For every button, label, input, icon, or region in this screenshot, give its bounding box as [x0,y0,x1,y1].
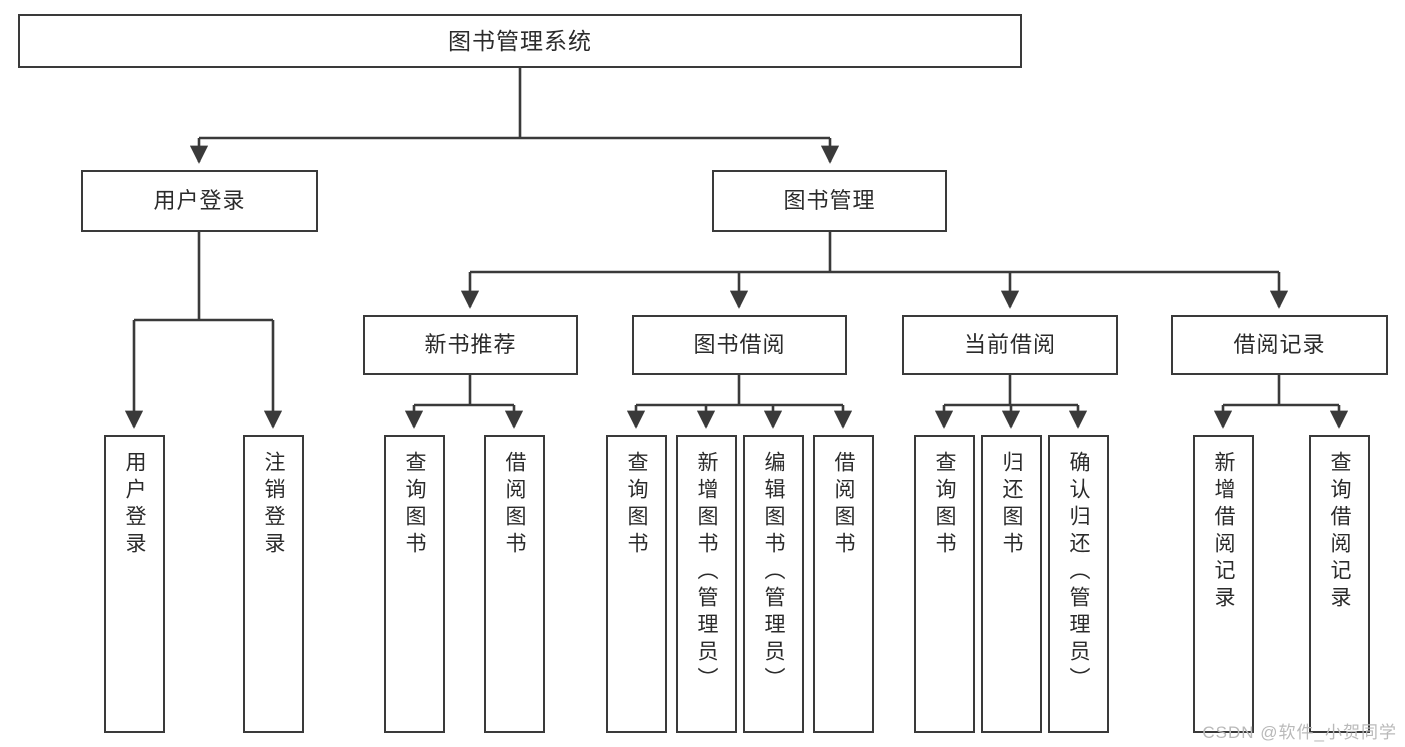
node-book-management[interactable]: 图书管理 [712,170,947,232]
node-label: 图书管理 [783,188,876,213]
leaf-borrow-book[interactable]: 借阅图书 [813,435,874,733]
node-label: 用户登录 [153,188,246,213]
node-label: 当前借阅 [963,332,1056,357]
node-label: 用户登录 [123,451,146,559]
node-root-library-management-system[interactable]: 图书管理系统 [18,14,1022,68]
leaf-user-login[interactable]: 用户登录 [104,435,165,733]
node-label: 查询图书 [625,451,648,559]
node-book-borrow[interactable]: 图书借阅 [632,315,847,375]
node-current-borrow[interactable]: 当前借阅 [902,315,1118,375]
leaf-logout[interactable]: 注销登录 [243,435,304,733]
node-label: 新增图书（管理员） [695,451,718,694]
node-new-book-recommend[interactable]: 新书推荐 [363,315,578,375]
node-label: 查询图书 [933,451,956,559]
node-label: 借阅图书 [832,451,855,559]
node-borrow-record[interactable]: 借阅记录 [1171,315,1388,375]
leaf-query-book-borrow[interactable]: 查询图书 [606,435,667,733]
node-label: 图书管理系统 [448,27,592,54]
leaf-add-book-admin[interactable]: 新增图书（管理员） [676,435,737,733]
node-label: 图书借阅 [693,332,786,357]
node-label: 确认归还（管理员） [1067,451,1090,694]
node-label: 注销登录 [262,451,285,559]
node-user-login[interactable]: 用户登录 [81,170,318,232]
node-label: 新增借阅记录 [1212,451,1235,613]
leaf-confirm-return-admin[interactable]: 确认归还（管理员） [1048,435,1109,733]
node-label: 编辑图书（管理员） [762,451,785,694]
node-label: 借阅图书 [503,451,526,559]
leaf-query-borrow-record[interactable]: 查询借阅记录 [1309,435,1370,733]
node-label: 新书推荐 [424,332,517,357]
node-label: 查询借阅记录 [1328,451,1351,613]
leaf-query-book-recommend[interactable]: 查询图书 [384,435,445,733]
watermark: CSDN @软件_小贺同学 [1202,723,1397,742]
node-label: 借阅记录 [1233,332,1326,357]
node-label: 归还图书 [1000,451,1023,559]
leaf-edit-book-admin[interactable]: 编辑图书（管理员） [743,435,804,733]
leaf-query-book-current[interactable]: 查询图书 [914,435,975,733]
node-label: 查询图书 [403,451,426,559]
leaf-borrow-book-recommend[interactable]: 借阅图书 [484,435,545,733]
leaf-return-book[interactable]: 归还图书 [981,435,1042,733]
leaf-add-borrow-record[interactable]: 新增借阅记录 [1193,435,1254,733]
